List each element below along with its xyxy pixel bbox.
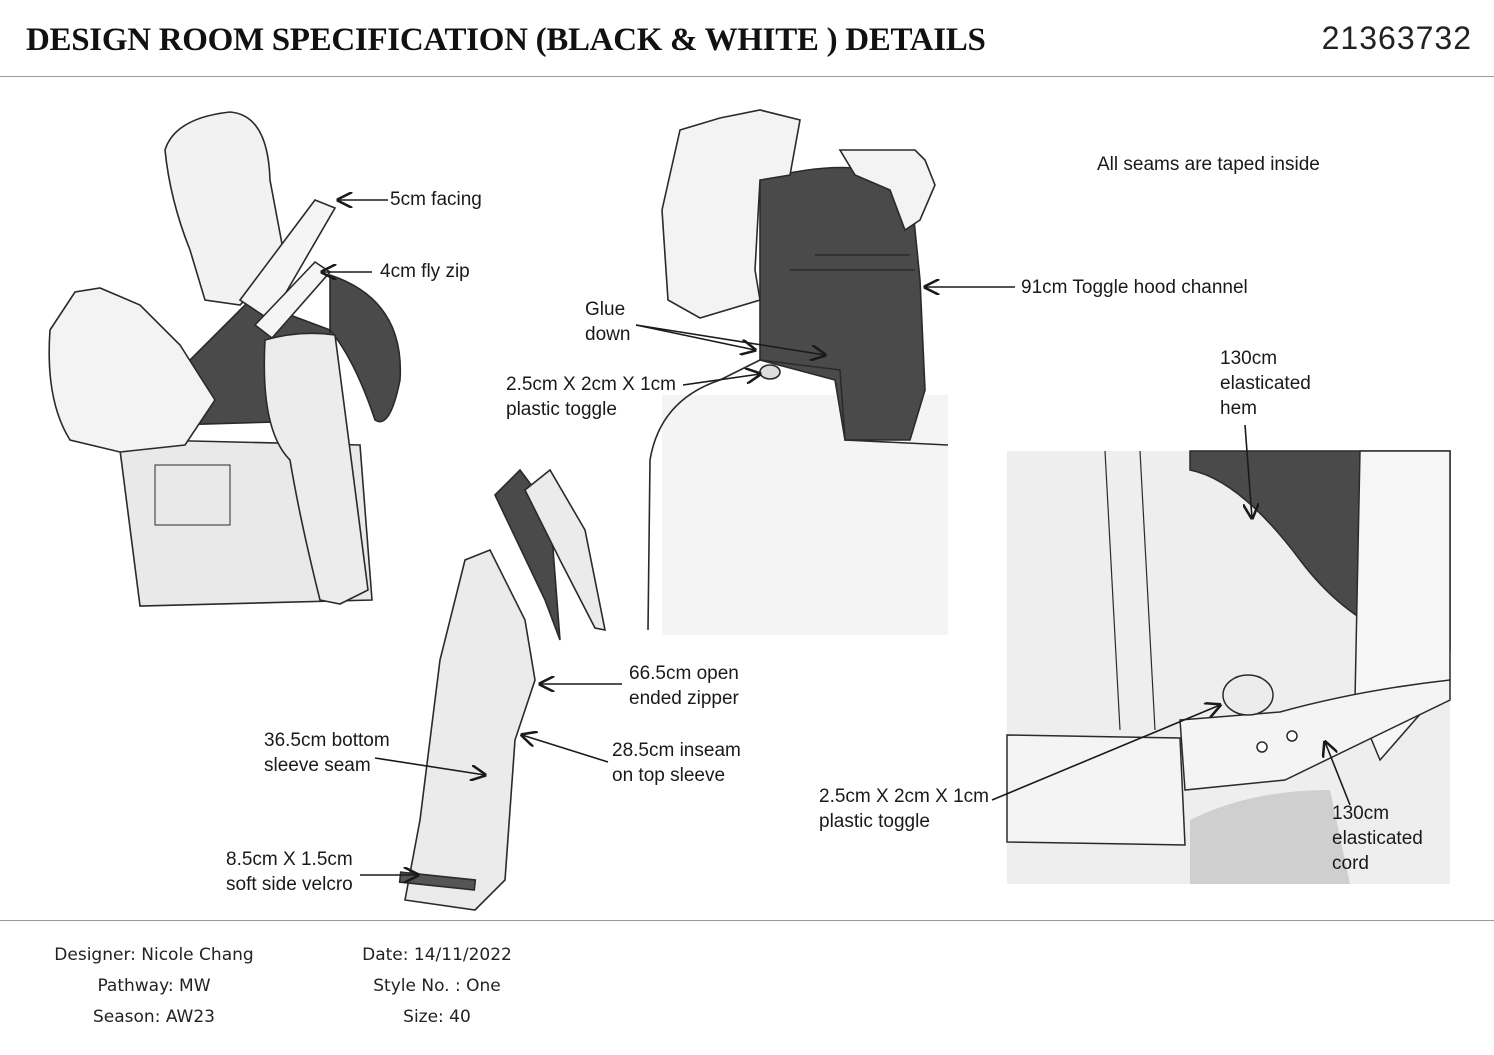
designer-text: Designer: Nicole Chang [54, 945, 254, 965]
hem-toggle [1222, 674, 1274, 716]
front-seam [1104, 450, 1156, 731]
hood-toggle-label: 2.5cm X 2cm X 1cm plastic toggle [506, 374, 676, 420]
cuff-piece-b [523, 468, 607, 632]
hem-toggle-label: 2.5cm X 2cm X 1cm plastic toggle [819, 786, 989, 832]
sleeve-parts-drawing [398, 468, 607, 911]
hem-band [1006, 734, 1186, 846]
jacket-pocket [154, 464, 231, 526]
callout-arrows [322, 200, 1351, 875]
hood-channel-label: 91cm Toggle hood channel [1021, 277, 1248, 298]
velcro-label: 8.5cm X 1.5cm soft side velcro [226, 849, 353, 895]
shadow [1190, 790, 1350, 884]
elastic-band [1179, 679, 1451, 791]
hood-panel-dark [329, 273, 402, 423]
fly-zip-label: 4cm fly zip [380, 261, 470, 282]
elastic-cord-label: 130cm elasticated cord [1332, 803, 1423, 874]
pathway-text: Pathway: MW [97, 976, 211, 996]
season-text: Season: AW23 [93, 1007, 215, 1027]
facing-label: 5cm facing [390, 189, 482, 210]
page-title: DESIGN ROOM SPECIFICATION (BLACK & WHITE… [26, 22, 986, 58]
header-divider [0, 76, 1494, 77]
zipper-label: 66.5cm open ended zipper [629, 663, 739, 709]
loose-sleeve [404, 548, 536, 911]
shoulder-curve [647, 359, 949, 631]
hood-left-panel [661, 109, 801, 319]
bottom-seam-label: 36.5cm bottom sleeve seam [264, 730, 390, 776]
style-no-text: Style No. : One [373, 976, 501, 996]
hood-right-flap [838, 149, 936, 232]
footer-divider [0, 920, 1494, 921]
style-code: 21363732 [1321, 20, 1472, 56]
hem-closeup-drawing [1006, 450, 1451, 884]
jacket-sleeve [263, 332, 369, 605]
hood-toggle [759, 364, 781, 380]
glue-down-label: Glue down [585, 299, 631, 345]
footer-style-block: Date: 14/11/2022 Style No. : One Size: 4… [342, 940, 532, 1033]
seams-note: All seams are taped inside [1097, 154, 1320, 175]
facing-strip [238, 199, 337, 322]
footer-designer-block: Designer: Nicole Chang Pathway: MW Seaso… [38, 940, 270, 1033]
hood-closeup-drawing [647, 109, 949, 635]
jacket-exploded-drawing [48, 111, 402, 607]
hood-drawing [164, 111, 286, 306]
elastic-hem-label: 130cm elasticated hem [1220, 348, 1311, 419]
shoulder-panel [48, 287, 216, 453]
date-text: Date: 14/11/2022 [362, 945, 512, 965]
inseam-label: 28.5cm inseam on top sleeve [612, 740, 741, 786]
size-text: Size: 40 [403, 1007, 471, 1027]
